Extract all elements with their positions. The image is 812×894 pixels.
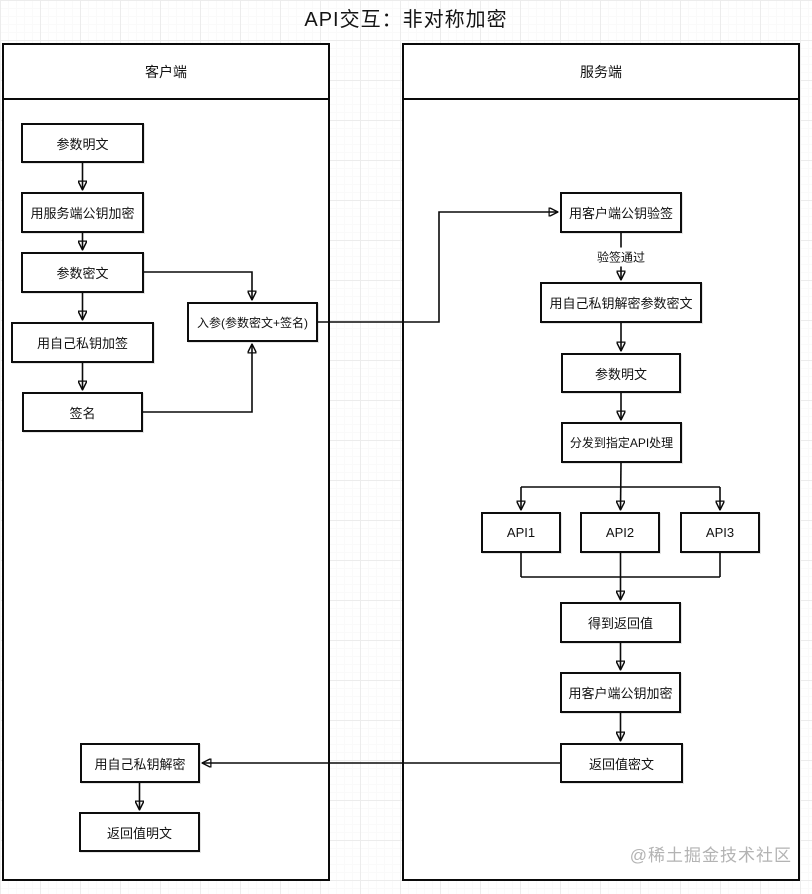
client-container: 客户端 bbox=[2, 43, 330, 881]
node-encrypt-with-client-pubkey: 用客户端公钥加密 bbox=[560, 672, 681, 713]
edge-signature-to-request bbox=[143, 344, 252, 413]
node-param-plaintext: 参数明文 bbox=[21, 123, 144, 163]
node-api3: API3 bbox=[680, 512, 760, 553]
node-param-ciphertext: 参数密文 bbox=[21, 252, 144, 293]
node-verify-with-client-pubkey: 用客户端公钥验签 bbox=[560, 192, 682, 233]
node-return-value-ciphertext: 返回值密文 bbox=[560, 743, 683, 783]
edge-label-verify-pass: 验签通过 bbox=[593, 247, 649, 267]
node-api2: API2 bbox=[580, 512, 660, 553]
edge-request-to-verify bbox=[318, 212, 558, 323]
node-get-return-value: 得到返回值 bbox=[560, 602, 681, 643]
edge-param-cipher-to-request bbox=[144, 271, 252, 300]
node-api1: API1 bbox=[481, 512, 561, 553]
watermark: @稀土掘金技术社区 bbox=[629, 846, 792, 865]
client-header: 客户端 bbox=[4, 45, 328, 100]
node-decrypt-param-cipher: 用自己私钥解密参数密文 bbox=[540, 282, 702, 323]
node-encrypt-with-server-pubkey: 用服务端公钥加密 bbox=[21, 192, 144, 233]
node-request-params: 入参(参数密文+签名) bbox=[187, 302, 318, 342]
node-dispatch-to-api: 分发到指定API处理 bbox=[561, 422, 682, 463]
node-signature: 签名 bbox=[22, 392, 143, 432]
diagram-title: API交互：非对称加密 bbox=[304, 9, 508, 31]
node-decrypt-with-own-privkey: 用自己私钥解密 bbox=[80, 743, 200, 783]
server-header: 服务端 bbox=[404, 45, 798, 100]
node-server-param-plaintext: 参数明文 bbox=[561, 353, 681, 393]
node-return-plaintext: 返回值明文 bbox=[79, 812, 200, 852]
node-sign-with-own-privkey: 用自己私钥加签 bbox=[11, 322, 154, 363]
